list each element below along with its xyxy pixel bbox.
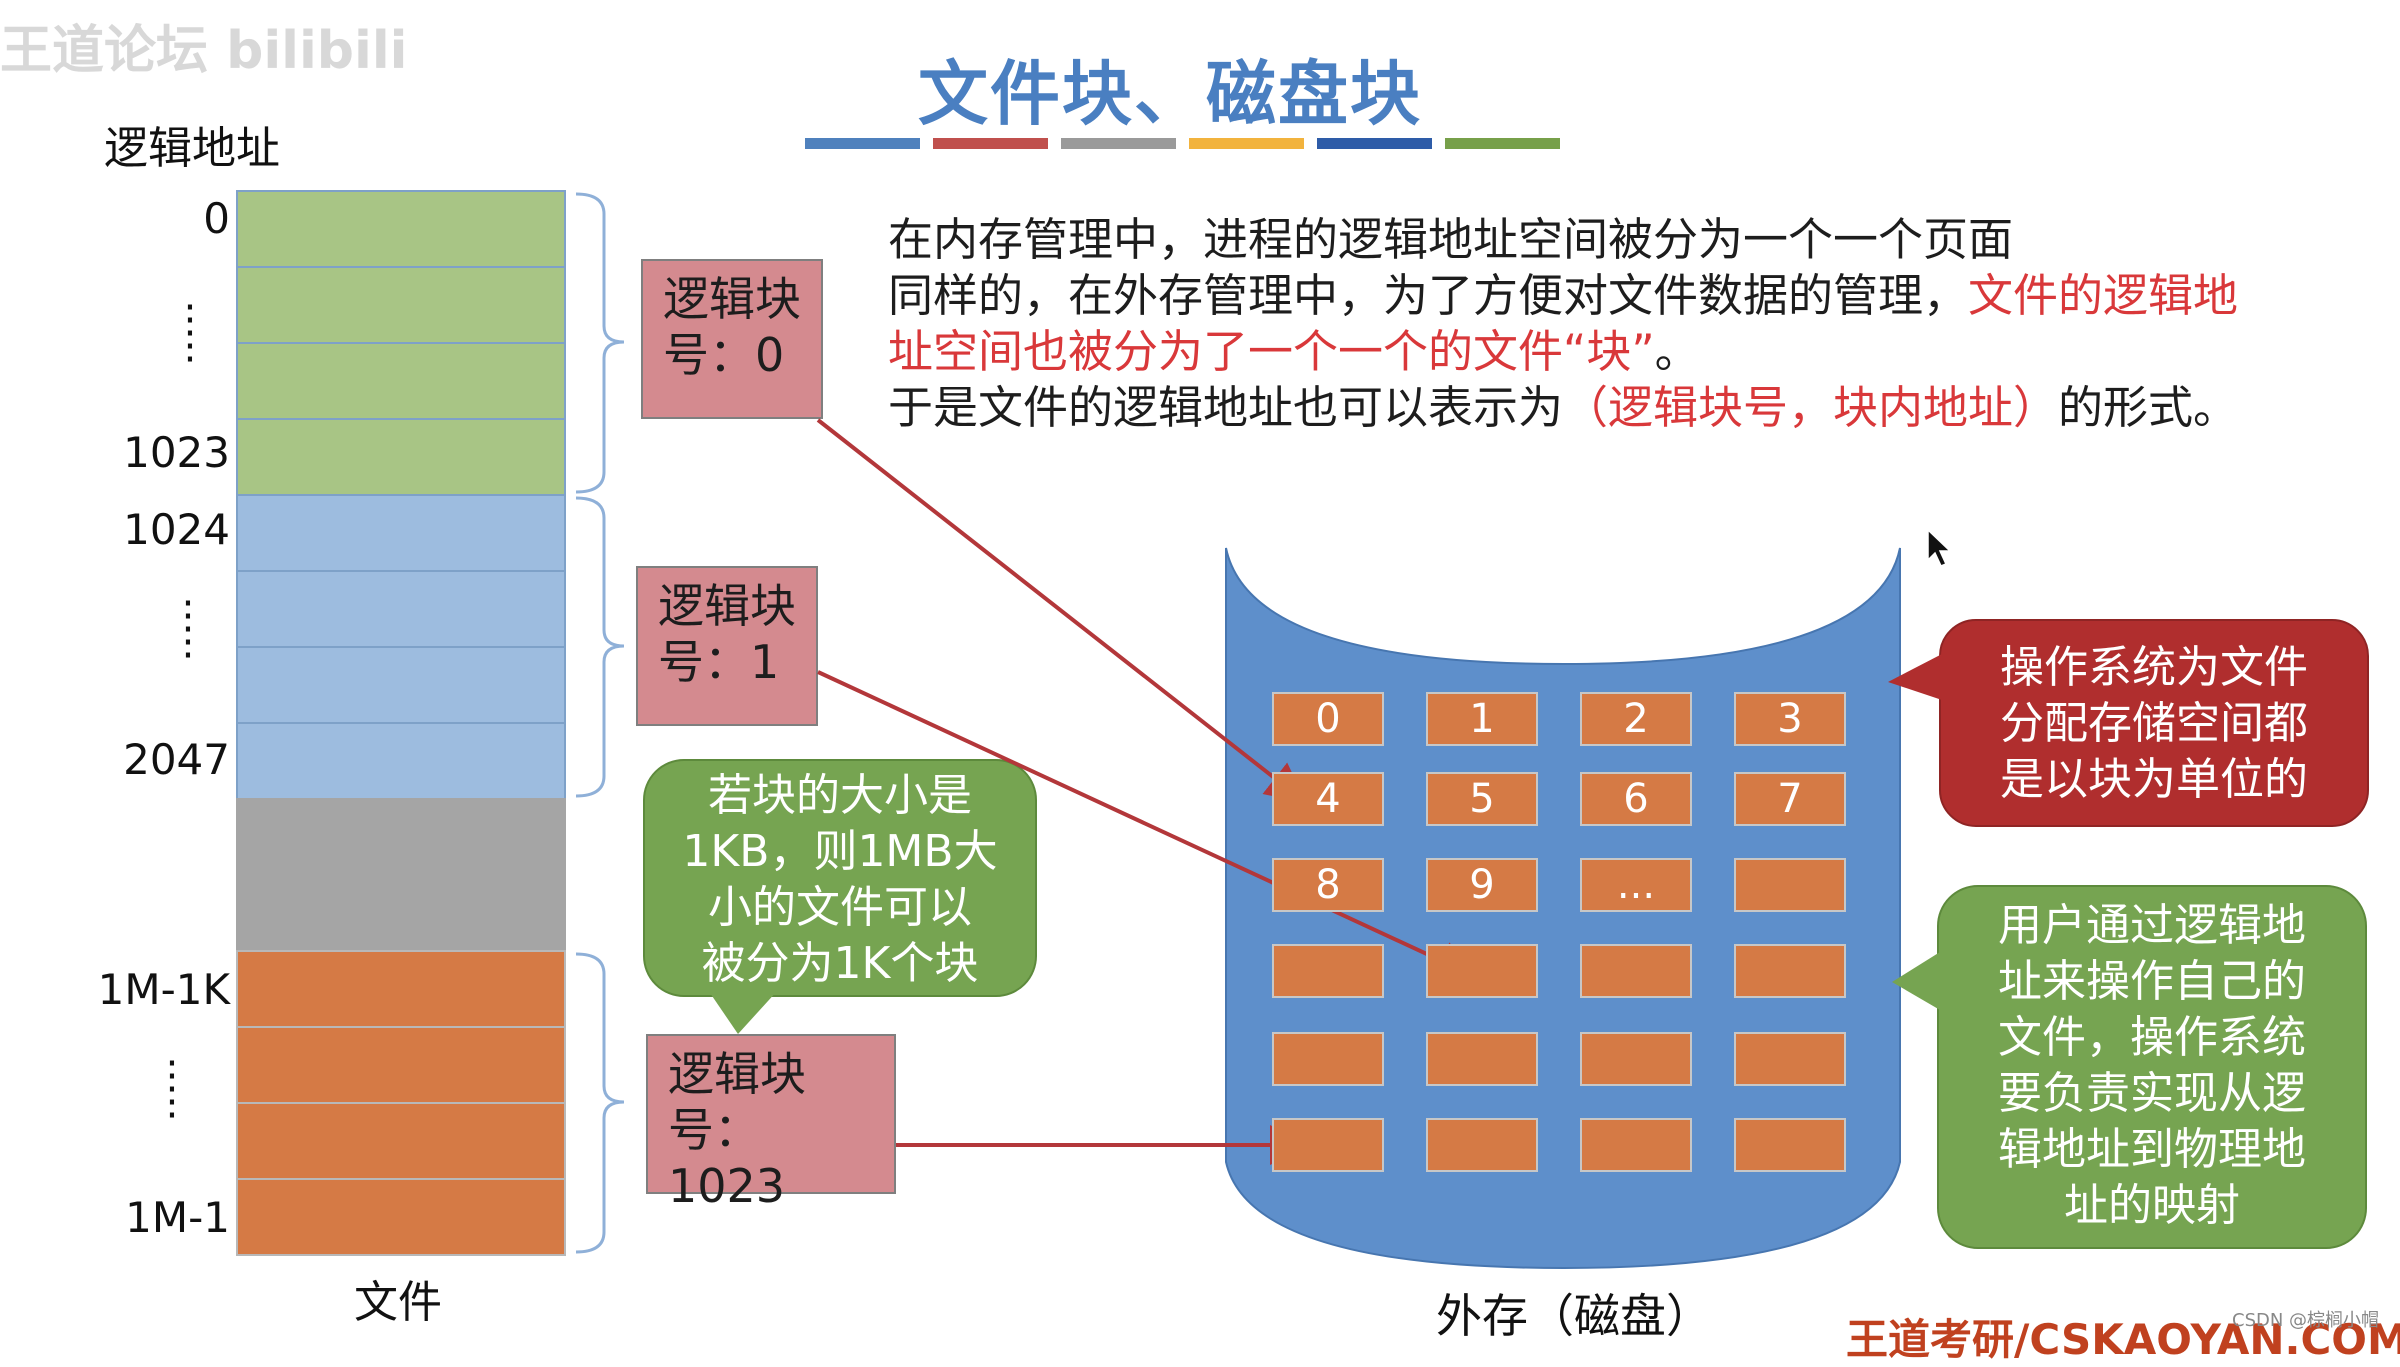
file-block-gap (236, 798, 566, 950)
paragraph-line-1: 在内存管理中，进程的逻辑地址空间被分为一个一个页面 (888, 213, 2014, 266)
logical-block-0-box: 逻辑块 号：0 (641, 259, 823, 419)
brace-1 (575, 192, 625, 494)
file-block-orange-4 (236, 1178, 566, 1256)
file-label: 文件 (354, 1277, 442, 1328)
file-block-blue-2 (236, 570, 566, 648)
disk-cell: 7 (1734, 772, 1846, 826)
disk-cell: 0 (1272, 692, 1384, 746)
disk-cell: 9 (1426, 858, 1538, 912)
disk-cell (1734, 1032, 1846, 1086)
disk-cell (1272, 1032, 1384, 1086)
disk-cell (1426, 1032, 1538, 1086)
arrow-block0-to-cell4 (816, 418, 1307, 803)
title-underline-bar-4 (1189, 138, 1304, 149)
disk-cell: 2 (1580, 692, 1692, 746)
disk-cell (1734, 944, 1846, 998)
paragraph-line-2-normal: 同样的，在外存管理中，为了方便对文件数据的管理， (888, 269, 1969, 322)
disk-cell (1580, 944, 1692, 998)
brace-2 (575, 496, 625, 798)
disk-cell: ... (1580, 858, 1692, 912)
address-1m-1k: 1M-1K (97, 965, 230, 1014)
address-1024: 1024 (123, 505, 230, 554)
watermark: 王道论坛 bilibili (0, 21, 408, 81)
disk-cell (1734, 858, 1846, 912)
mouse-cursor-icon (1927, 528, 1952, 567)
title-underline-bar-3 (1061, 138, 1176, 149)
brace-3 (575, 952, 625, 1254)
file-block-blue-1 (236, 494, 566, 572)
disk-cell (1580, 1118, 1692, 1172)
address-2047: 2047 (123, 735, 230, 784)
green-callout-right-text: 用户通过逻辑地 址来操作自己的 文件，操作系统 要负责实现从逻 辑地址到物理地 … (1998, 900, 2306, 1231)
disk-cell (1272, 944, 1384, 998)
file-block-green-3 (236, 342, 566, 420)
title-underline-bar-6 (1445, 138, 1560, 149)
explanation-paragraph: 在内存管理中，进程的逻辑地址空间被分为一个一个页面 同样的，在外存管理中，为了方… (888, 212, 2238, 436)
file-block-green-1 (236, 190, 566, 268)
paragraph-line-3-highlight: 址空间也被分为了一个一个的文件“块” (888, 325, 1655, 378)
red-callout-right-text: 操作系统为文件 分配存储空间都 是以块为单位的 (2000, 642, 2308, 805)
logical-block-1023-box: 逻辑块号： 1023 (646, 1034, 896, 1213)
green-callout-left-text: 若块的大小是 1KB，则1MB大 小的文件可以 被分为1K个块 (682, 770, 998, 989)
logical-address-label: 逻辑地址 (104, 123, 280, 174)
disk-cell: 6 (1580, 772, 1692, 826)
csdn-watermark: CSDN @棕榈小帽 (2232, 1310, 2380, 1331)
disk-cell: 8 (1272, 858, 1384, 912)
address-0: 0 (203, 194, 230, 243)
disk-cell (1426, 1118, 1538, 1172)
disk-cell: 1 (1426, 692, 1538, 746)
paragraph-line-2-highlight: 文件的逻辑地 (1968, 269, 2239, 322)
disk-cell (1734, 1118, 1846, 1172)
disk-cylinder (1225, 547, 1901, 1270)
disk-cell (1272, 1118, 1384, 1172)
disk-cell (1426, 944, 1538, 998)
green-callout-left-shape (643, 759, 1037, 1034)
logical-block-1-box: 逻辑块 号：1 (636, 566, 818, 726)
paragraph-line-4-normal: 于是文件的逻辑地址也可以表示为 (888, 381, 1564, 434)
paragraph-line-4: 于是文件的逻辑地址也可以表示为（逻辑块号，块内地址）的形式。 (888, 380, 2238, 436)
file-block-green-4 (236, 418, 566, 496)
address-1m-1: 1M-1 (125, 1193, 230, 1242)
red-callout-right-shape (1888, 619, 2369, 827)
address-1023: 1023 (123, 428, 230, 477)
paragraph-line-3: 址空间也被分为了一个一个的文件“块”。 (888, 324, 2238, 380)
title-underline-bar-2 (933, 138, 1048, 149)
title-underline-bar-1 (805, 138, 920, 149)
title-underline-bar-5 (1317, 138, 1432, 149)
disk-label: 外存（磁盘） (1436, 1289, 1712, 1343)
disk-cell: 4 (1272, 772, 1384, 826)
paragraph-line-3-normal: 。 (1654, 325, 1700, 378)
arrow-block1-to-cell (817, 670, 1478, 979)
green-callout-right-shape (1892, 885, 2367, 1249)
paragraph-line-4-end: 的形式。 (2058, 381, 2239, 434)
file-block-orange-2 (236, 1026, 566, 1104)
paragraph-line-2: 同样的，在外存管理中，为了方便对文件数据的管理，文件的逻辑地 (888, 268, 2238, 324)
file-block-green-2 (236, 266, 566, 344)
slide-title: 文件块、磁盘块 (918, 53, 1422, 135)
paragraph-line-4-highlight: （逻辑块号，块内地址） (1563, 381, 2059, 434)
disk-cell-grid: 0 1 2 3 4 5 6 7 8 9 ... (1272, 692, 1856, 1176)
disk-cell: 5 (1426, 772, 1538, 826)
disk-cell: 3 (1734, 692, 1846, 746)
disk-cell (1580, 1032, 1692, 1086)
